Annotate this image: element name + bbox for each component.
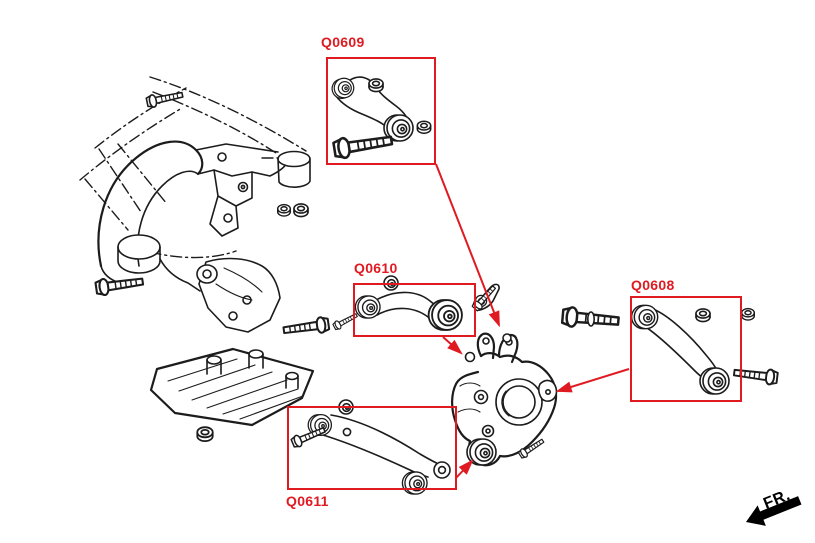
subframe-mount-cylinder xyxy=(277,150,311,168)
plate-boss-1 xyxy=(206,355,222,375)
knuckle-bolt xyxy=(517,436,547,460)
callout-box-q0611[interactable] xyxy=(287,406,457,490)
callout-box-q0610[interactable] xyxy=(353,283,476,337)
front-direction-indicator: FR. xyxy=(746,487,802,526)
subframe-bolt-left xyxy=(94,272,145,298)
front-arrow-icon xyxy=(746,496,802,526)
callout-label-q0608[interactable]: Q0608 xyxy=(631,277,675,293)
arrow-q0609 xyxy=(435,163,500,328)
toe-link-stud xyxy=(560,305,621,332)
callout-box-q0609[interactable] xyxy=(326,57,436,165)
arrow-q0610 xyxy=(442,336,463,355)
callout-label-q0609[interactable]: Q0609 xyxy=(321,34,365,50)
callout-box-q0608[interactable] xyxy=(630,296,742,402)
plate-boss-2 xyxy=(248,349,264,369)
lower-arm-no1 xyxy=(289,413,451,495)
cover-nut xyxy=(196,426,214,443)
toe-link-nut xyxy=(740,307,756,321)
body-phantom-lines xyxy=(79,76,307,259)
subframe-nut-1 xyxy=(276,203,292,217)
lateral-arm-no2 xyxy=(354,291,463,331)
cam-adjuster xyxy=(470,283,500,313)
subframe-nut-2 xyxy=(293,203,309,218)
trailing-arm-bracket xyxy=(196,257,281,333)
upper-control-arm xyxy=(328,75,432,161)
bracket-bolt xyxy=(281,315,331,339)
under-cover-plate xyxy=(149,347,315,427)
callout-label-q0611[interactable]: Q0611 xyxy=(286,493,329,509)
plate-boss-3 xyxy=(285,371,299,389)
callout-label-q0610[interactable]: Q0610 xyxy=(354,260,398,276)
arrow-q0611 xyxy=(455,459,474,479)
callout-arrows xyxy=(435,163,630,479)
toe-link-arm xyxy=(630,304,730,395)
rear-subframe xyxy=(97,140,311,292)
rear-knuckle xyxy=(451,332,558,467)
arrow-q0608 xyxy=(555,368,630,393)
